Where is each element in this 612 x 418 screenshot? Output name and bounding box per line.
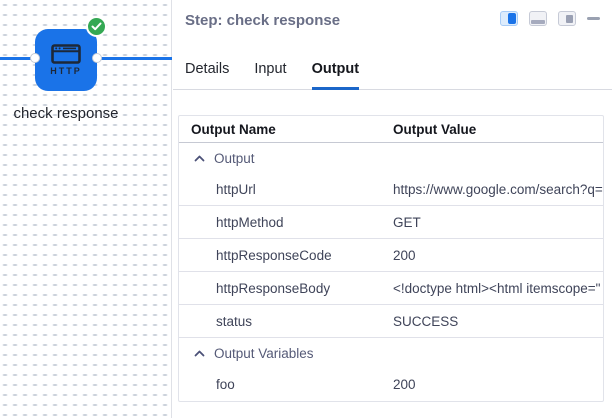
chevron-up-icon[interactable] bbox=[194, 350, 205, 357]
tabs: Details Input Output bbox=[173, 60, 612, 90]
split-view-left-panel-icon[interactable] bbox=[500, 11, 518, 26]
output-value-cell: GET bbox=[393, 214, 421, 230]
workflow-canvas[interactable]: HTTP check response bbox=[0, 0, 172, 418]
panel-toolbar bbox=[500, 11, 600, 26]
chevron-up-icon[interactable] bbox=[194, 155, 205, 162]
column-header-name: Output Name bbox=[191, 121, 276, 137]
output-name-cell: foo bbox=[216, 377, 235, 392]
output-value-cell: 200 bbox=[393, 247, 416, 263]
output-name-cell: status bbox=[216, 313, 253, 329]
table-header-row: Output Name Output Value bbox=[179, 116, 603, 143]
table-row: status SUCCESS bbox=[179, 305, 603, 338]
table-row: httpResponseCode 200 bbox=[179, 239, 603, 272]
minimize-panel-icon[interactable] bbox=[587, 17, 600, 20]
tab-input[interactable]: Input bbox=[254, 60, 286, 89]
check-icon bbox=[91, 22, 102, 31]
right-panel-layout-icon[interactable] bbox=[558, 11, 576, 26]
output-name-cell: httpUrl bbox=[216, 181, 256, 197]
output-name-cell: httpResponseBody bbox=[216, 280, 331, 296]
output-table-body: Output httpUrl https://www.google.com/sear… bbox=[179, 143, 603, 401]
http-step-node[interactable]: HTTP bbox=[35, 16, 107, 91]
group-label: Output Variables bbox=[214, 345, 314, 361]
bottom-panel-layout-icon[interactable] bbox=[529, 11, 547, 26]
output-name-cell: httpMethod bbox=[216, 214, 284, 230]
tab-output[interactable]: Output bbox=[311, 60, 359, 90]
output-port[interactable] bbox=[92, 53, 102, 63]
table-row: httpResponseBody <!doctype html><html ite… bbox=[179, 272, 603, 305]
group-row[interactable]: Output Variables bbox=[179, 338, 603, 368]
group-label: Output bbox=[214, 150, 255, 166]
output-value-cell: 200 bbox=[393, 377, 416, 392]
output-name-cell: httpResponseCode bbox=[216, 247, 332, 263]
table-row: foo 200 bbox=[179, 368, 603, 401]
success-check-badge bbox=[86, 16, 107, 37]
table-row: httpMethod GET bbox=[179, 206, 603, 239]
output-value-cell: https://www.google.com/search?q= bbox=[393, 181, 603, 197]
table-row: httpUrl https://www.google.com/search?q= bbox=[179, 173, 603, 206]
node-label: check response bbox=[13, 105, 119, 122]
input-port[interactable] bbox=[30, 53, 40, 63]
column-header-value: Output Value bbox=[393, 121, 477, 137]
panel-title: Step: check response bbox=[185, 12, 341, 29]
output-value-cell: <!doctype html><html itemscope=" bbox=[393, 280, 601, 296]
group-row[interactable]: Output bbox=[179, 143, 603, 173]
output-value-cell: SUCCESS bbox=[393, 313, 459, 329]
node-type-label: HTTP bbox=[50, 66, 82, 76]
browser-window-icon bbox=[51, 44, 81, 64]
tab-details[interactable]: Details bbox=[185, 60, 229, 89]
